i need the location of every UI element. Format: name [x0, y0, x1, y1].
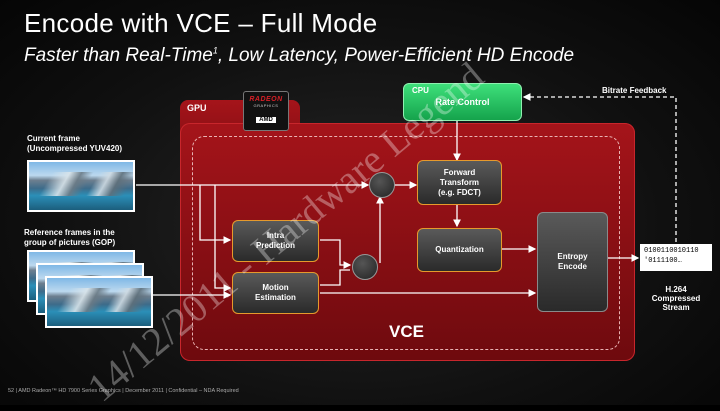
bits-line2: '0111100…	[644, 257, 682, 265]
reference-frames-line2: group of pictures (GOP)	[24, 237, 116, 247]
gpu-label: GPU	[187, 103, 207, 113]
rate-control-label: Rate Control	[435, 97, 490, 107]
bitrate-feedback-label: Bitrate Feedback	[602, 86, 667, 95]
bitstream-sample: 0100110010110 '0111100…	[640, 244, 712, 271]
rate-control-box: CPU Rate Control	[403, 83, 522, 121]
motion-line2: Estimation	[255, 293, 296, 302]
forward-transform-line1: Forward	[443, 167, 476, 177]
intra-line1: Intra	[266, 231, 285, 240]
wire-bitrate-feedback	[522, 93, 677, 242]
motion-line1: Motion	[262, 283, 289, 292]
h264-line1: H.264	[665, 285, 687, 294]
quantization-block: Quantization	[417, 228, 502, 272]
slide-title: Encode with VCE – Full Mode	[24, 8, 378, 38]
reference-frame-image-3	[45, 276, 153, 328]
entropy-line2: Encode	[558, 262, 587, 271]
forward-transform-line3: (e.g. FDCT)	[438, 187, 481, 197]
forward-transform-line2: Transform	[439, 177, 480, 187]
wire-intra-to-mux	[320, 239, 352, 269]
logo-radeon: RADEON	[249, 96, 283, 103]
reference-frames-line1: Reference frames in the	[24, 228, 115, 237]
bits-line1: 0100110010110	[644, 247, 699, 255]
logo-graphics: GRAPHICS	[253, 103, 279, 108]
subtitle-rest: , Low Latency, Power-Efficient HD Encode	[217, 45, 575, 66]
intra-line2: Prediction	[255, 241, 296, 250]
vce-boundary	[192, 136, 620, 350]
sum-node	[369, 172, 395, 198]
subtitle-footnote: 1	[212, 45, 218, 56]
slide-footer: 52 | AMD Radeon™ HD 7900 Series Graphics…	[8, 388, 239, 394]
quantization-label: Quantization	[435, 245, 484, 254]
select-node	[352, 254, 378, 280]
wire-motion-to-mux	[320, 269, 350, 286]
entropy-line1: Entropy	[557, 252, 588, 261]
logo-amd: AMD	[256, 117, 276, 123]
wire-frame-to-motion	[214, 185, 232, 292]
slide-subtitle: Faster than Real-Time1, Low Latency, Pow…	[24, 45, 574, 67]
current-frame-label: Current frame(Uncompressed YUV420)	[27, 134, 122, 153]
current-frame-line1: Current frame	[27, 134, 80, 143]
wire-frame-to-intra	[199, 185, 232, 244]
vce-label: VCE	[389, 322, 424, 341]
subtitle-lead: Faster than Real-Time	[24, 45, 213, 66]
radeon-logo: RADEON GRAPHICS AMD	[243, 91, 289, 131]
current-frame-line2: (Uncompressed YUV420)	[27, 143, 122, 153]
cpu-label: CPU	[412, 86, 429, 95]
h264-line2: Compressed	[651, 294, 701, 304]
current-frame-image	[27, 160, 135, 212]
h264-line3: Stream	[662, 303, 690, 313]
